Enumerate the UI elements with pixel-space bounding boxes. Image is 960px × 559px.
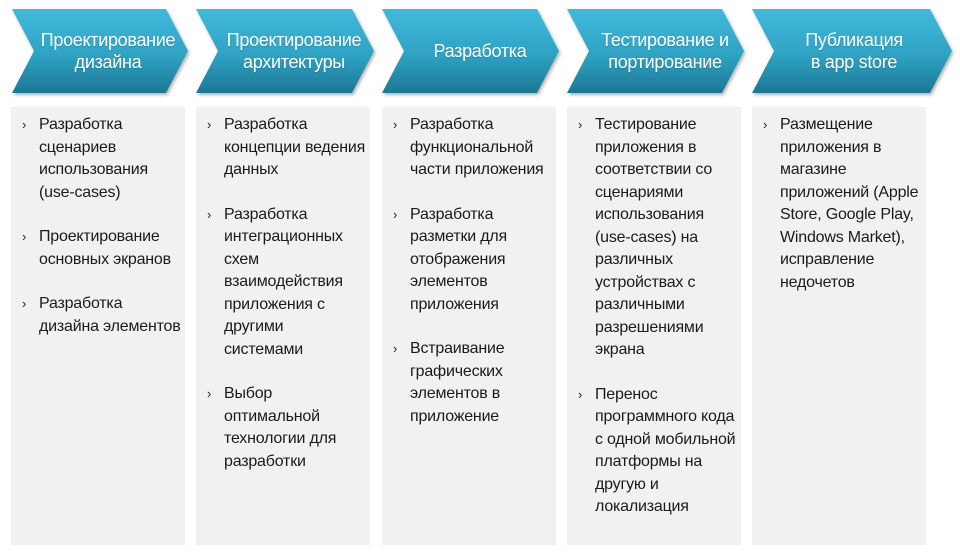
task-list: ›Тестирование приложения в соответствии …	[567, 107, 741, 519]
chevron-right-icon: ›	[22, 296, 27, 311]
list-item: ›Проектирование основных экранов	[22, 228, 171, 268]
chevron-right-icon: ›	[578, 386, 583, 402]
list-item: ›Выбор оптимальной технологии для разраб…	[207, 385, 337, 470]
task-list: ›Размещение приложения в магазине прилож…	[752, 107, 926, 294]
chevron-right-icon: ›	[578, 117, 583, 132]
stage-panel-publication: ›Размещение приложения в магазине прилож…	[752, 107, 926, 545]
stage-panel-design: ›Разработка сценариев использования (use…	[11, 107, 185, 545]
stage-panel-testing: ›Тестирование приложения в соответствии …	[567, 107, 741, 545]
list-item: ›Тестирование приложения в соответствии …	[578, 116, 713, 358]
chevron-right-icon: ›	[393, 117, 398, 132]
task-list: ›Разработка функциональной части приложе…	[382, 107, 556, 428]
list-item: ›Разработка концепции ведения данных	[207, 116, 366, 178]
chevron-right-icon: ›	[22, 117, 27, 132]
chevron-shape-icon	[196, 9, 374, 93]
task-list: ›Разработка сценариев использования (use…	[11, 107, 185, 338]
list-item: ›Разработка интеграционных схем взаимоде…	[207, 205, 343, 358]
stage-panel-development: ›Разработка функциональной части приложе…	[382, 107, 556, 545]
chevron-right-icon: ›	[393, 341, 398, 356]
list-item: ›Размещение приложения в магазине прилож…	[763, 116, 919, 291]
chevron-right-icon: ›	[393, 206, 398, 222]
chevron-right-icon: ›	[763, 117, 768, 132]
stage-title: Разработка	[433, 41, 527, 61]
stage-arrow-development: Разработка	[382, 9, 582, 94]
chevron-shape-icon	[567, 9, 744, 93]
list-item: ›Разработка сценариев использования (use…	[22, 116, 148, 201]
list-item: ›Встраивание графических элементов в при…	[393, 340, 505, 425]
list-item: ›Разработка функциональной части приложе…	[393, 116, 544, 178]
chevron-right-icon: ›	[207, 117, 212, 132]
list-item: ›Разработка дизайна элементов	[22, 295, 181, 335]
chevron-shape-icon	[752, 9, 952, 93]
list-item: ›Перенос программного кода с одной мобил…	[578, 385, 736, 516]
chevron-shape-icon	[382, 9, 559, 93]
task-list: ›Разработка концепции ведения данных ›Ра…	[196, 107, 370, 473]
stage-panel-architecture: ›Разработка концепции ведения данных ›Ра…	[196, 107, 370, 545]
chevron-right-icon: ›	[22, 229, 27, 244]
chevron-shape-icon	[12, 9, 188, 93]
list-item: ›Разработка разметки для отображения эле…	[393, 205, 507, 313]
chevron-right-icon: ›	[207, 206, 212, 222]
chevron-right-icon: ›	[207, 386, 212, 401]
